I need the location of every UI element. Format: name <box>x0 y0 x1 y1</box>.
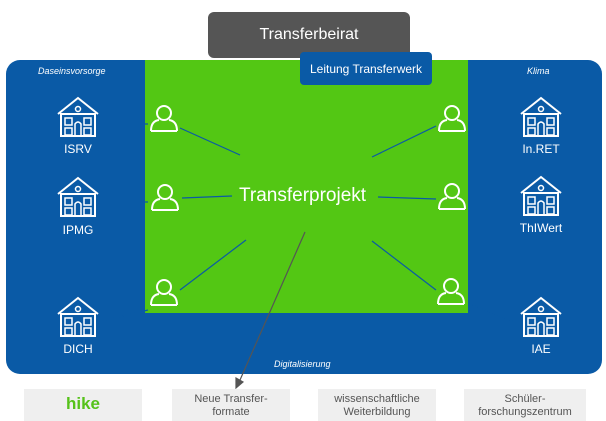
building-icon <box>520 297 562 337</box>
transferprojekt-area <box>145 60 468 313</box>
tab-label-line2: formate <box>212 406 250 418</box>
tab-label-line1: wissenschaftliche <box>334 393 420 405</box>
institution-label-inret: In.RET <box>522 142 560 156</box>
person-icon <box>150 105 178 132</box>
institution-label-dich: DICH <box>63 342 93 356</box>
transferprojekt-label: Transferprojekt <box>239 185 367 206</box>
connector-line <box>469 303 516 323</box>
person-icon <box>437 278 465 305</box>
caption-klima: Klima <box>527 66 550 76</box>
connector-line <box>371 125 437 158</box>
tab-label-line2: forschungszentrum <box>478 406 572 418</box>
connector-line <box>371 240 437 291</box>
connector-line <box>179 127 241 156</box>
person-icon <box>150 279 178 306</box>
caption-daseinsvorsorge: Daseinsvorsorge <box>38 66 106 76</box>
leitung-transferwerk-box: Leitung Transferwerk <box>300 52 432 85</box>
institution-label-ipmg: IPMG <box>62 223 94 237</box>
tab-label-line1: Neue Transfer- <box>194 393 268 405</box>
tab-schuelerforschungszentrum: Schüler- forschungszentrum <box>464 389 586 421</box>
institution-label-isrv: ISRV <box>64 142 92 156</box>
person-icon <box>151 184 179 211</box>
connector-line <box>181 195 233 199</box>
building-icon <box>57 297 99 337</box>
institution-label-iae: IAE <box>531 342 551 356</box>
building-icon <box>57 177 99 217</box>
connector-line <box>377 196 437 200</box>
building-icon <box>520 176 562 216</box>
tab-label-line2: Weiterbildung <box>343 406 411 418</box>
institution-label-thiwert: ThIWert <box>519 221 563 235</box>
connector-line <box>179 239 247 291</box>
leitung-label: Leitung Transferwerk <box>309 61 423 76</box>
transferbeirat-label: Transferbeirat <box>259 26 359 43</box>
tab-wissenschaftliche-weiterbildung: wissenschaftliche Weiterbildung <box>318 389 436 421</box>
person-icon <box>438 183 466 210</box>
building-icon <box>57 97 99 137</box>
hike-logo: hike <box>65 394 101 413</box>
tab-label-line1: Schüler- <box>504 393 546 405</box>
caption-digitalisierung: Digitalisierung <box>274 359 331 369</box>
arrow-line <box>239 231 306 381</box>
building-icon <box>520 97 562 137</box>
tab-hike: hike <box>24 389 142 421</box>
connector-line <box>105 309 149 321</box>
tab-neue-transferformate: Neue Transfer- formate <box>172 389 290 421</box>
arrow-head <box>235 376 245 390</box>
transferbeirat-box: Transferbeirat <box>208 12 410 58</box>
person-icon <box>438 105 466 132</box>
